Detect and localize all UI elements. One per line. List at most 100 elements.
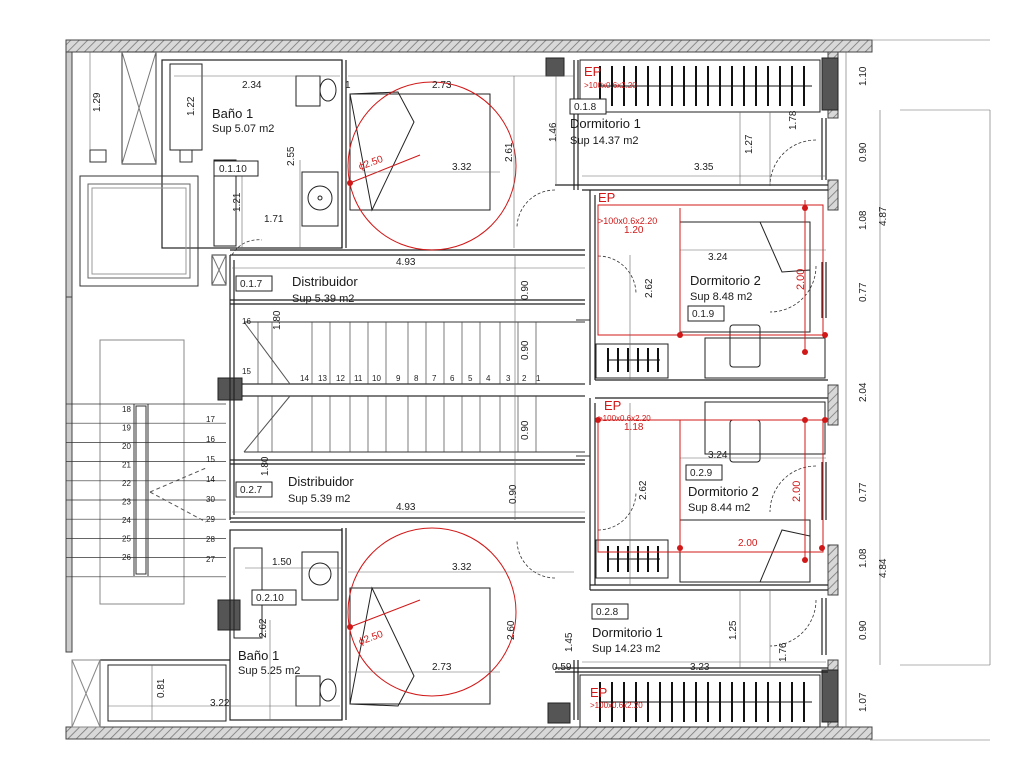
sink [301,551,339,601]
dim: 2.62 [638,480,649,500]
dim: 0.90 [858,142,869,162]
room-name: Baño 1 [238,648,279,663]
room-code: 0.1.10 [219,164,247,175]
dim: 4.93 [396,502,416,513]
dim: 2.55 [286,146,297,166]
dim: 3.23 [690,662,710,673]
room-code: 0.2.10 [256,593,284,604]
common-stair [99,339,185,605]
stair-step-number: 10 [372,374,381,383]
dim: 0.59 [552,662,572,673]
dim: 2.73 [432,80,452,91]
room-code: 0.2.9 [690,468,713,479]
bathtub [107,664,227,722]
wall-top [65,39,873,53]
dim: 4.93 [396,257,416,268]
fixtures [107,63,826,722]
dim: 0.90 [520,420,531,440]
dim: 2.00 [738,538,758,549]
stair-step-number: 19 [122,424,131,433]
dim: 0.81 [156,678,167,698]
dim: 1.29 [92,92,103,112]
dim: 1.20 [624,225,644,236]
room-area: Sup 14.37 m2 [570,135,639,147]
stair-step-number: 7 [432,374,437,383]
dim: 1.76 [778,642,789,662]
stair-step-number: 25 [122,535,131,544]
dim: 1.80 [260,456,271,476]
stair-step-number: 14 [206,475,215,484]
lift [79,175,199,287]
wall-left-lower [65,296,73,653]
accessibility-circles [347,81,824,697]
stair-step-number: 5 [468,374,473,383]
stair-step-number: 15 [242,367,251,376]
ep-spec: >100x0.6x2.20 [598,216,657,226]
column [821,669,839,723]
stair-step-number: 26 [122,553,131,562]
room-name: Dormitorio 2 [690,273,761,288]
ep-spec: >100x0.6x2.20 [598,414,651,423]
dim: ϕ2.50 [357,629,385,648]
dim: 2.61 [504,142,515,162]
dim: 1.08 [858,548,869,568]
chair [729,419,761,463]
wardrobe-hangers [599,66,812,722]
interior-walls [99,59,828,727]
dim: 4.84 [878,558,889,578]
dim: 3.24 [708,252,728,263]
dim: 1.21 [232,192,243,212]
dim: 1.78 [788,110,799,130]
dim: 1.50 [272,557,292,568]
stair-step-number: 14 [300,374,309,383]
common-stair-treads [66,403,226,578]
stair-step-number: 27 [206,555,215,564]
wall-right-mid2 [827,384,839,426]
room-name: Distribuidor [292,274,358,289]
stair-step-number: 6 [450,374,455,383]
vertical-dimension-texts: 1.29 1.22 2.55 1.21 2.61 1.46 1.27 1.78 … [92,66,889,712]
toilet [295,675,321,707]
stair-step-number: 11 [354,374,363,383]
stair-step-number: 3 [506,374,511,383]
stair-step-number: 18 [122,405,131,414]
stair-step-number: 24 [122,516,131,525]
stair-step-number: 1 [536,374,541,383]
stair-step-number: 20 [122,442,131,451]
dim: 1.22 [186,96,197,116]
wall-right-low [827,544,839,596]
dim: 2.00 [791,481,803,502]
stair-step-number: 22 [122,479,131,488]
ep-spec: >100x0.6x2.20 [584,81,637,90]
stair-step-number: 29 [206,515,215,524]
ep-label: EP [604,398,621,413]
room-area: Sup 14.23 m2 [592,643,661,655]
desk [704,401,826,455]
dim: 2.04 [858,382,869,402]
room-area: Sup 5.25 m2 [238,665,300,677]
room-name: Distribuidor [288,474,354,489]
dim: 2.00 [795,269,807,290]
stair-step-number: 21 [122,461,131,470]
stair-step-number: 9 [396,374,401,383]
wall-bottom [65,726,873,740]
dim: 2.34 [242,80,262,91]
red-dots [347,180,828,630]
stair-step-number: 12 [336,374,345,383]
column [821,57,839,111]
room-name: Dormitorio 1 [570,116,641,131]
stair-step-number: 16 [242,317,251,326]
dimension-lines [89,39,991,741]
ep-label: EP [590,685,607,700]
dim: 1 [345,80,351,91]
sink [301,171,339,227]
ep-label: EP [584,64,601,79]
wardrobe [579,59,821,728]
dim: 2.62 [644,278,655,298]
ep-label: EP [598,190,615,205]
room-code: 0.2.7 [240,485,263,496]
shaft [121,51,157,165]
room-name: Baño 1 [212,106,253,121]
